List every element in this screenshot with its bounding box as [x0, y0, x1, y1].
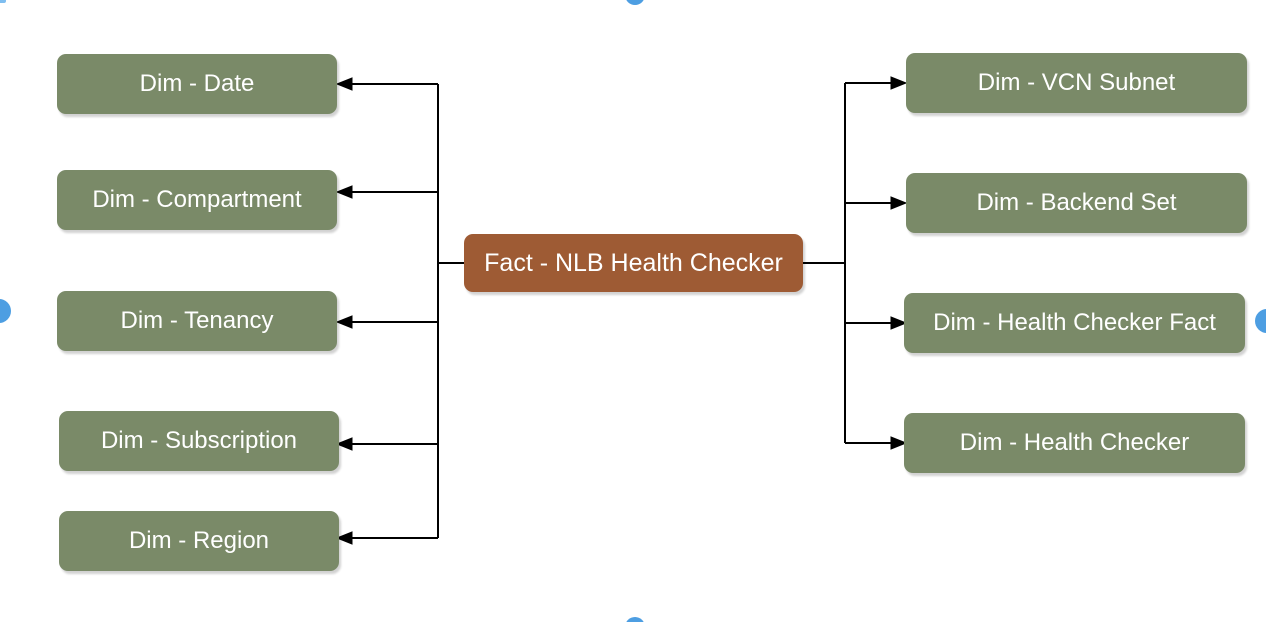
- node-label: Dim - Subscription: [100, 427, 298, 454]
- canvas-edge-dot-left[interactable]: [0, 299, 11, 323]
- node-label: Dim - Tenancy: [120, 307, 274, 334]
- node-dim-backend-set[interactable]: Dim - Backend Set: [906, 173, 1247, 233]
- node-dim-health-checker[interactable]: Dim - Health Checker: [904, 413, 1245, 473]
- connector-fact-to-dim-compartment[interactable]: [335, 185, 438, 199]
- node-label: Dim - Health Checker: [959, 429, 1190, 456]
- connector-fact-to-dim-health-checker[interactable]: [845, 436, 908, 450]
- canvas-edge-dot-top[interactable]: [625, 0, 645, 5]
- node-label: Dim - Compartment: [92, 186, 302, 213]
- node-dim-tenancy[interactable]: Dim - Tenancy: [57, 291, 337, 351]
- connector-fact-to-dim-backend-set[interactable]: [845, 196, 908, 210]
- connector-right-trunk[interactable]: [803, 83, 846, 443]
- node-label: Dim - VCN Subnet: [977, 69, 1176, 96]
- node-label: Fact - NLB Health Checker: [484, 248, 783, 277]
- connector-fact-to-dim-tenancy[interactable]: [335, 315, 438, 329]
- canvas-edge-dot-bottom[interactable]: [625, 617, 645, 622]
- node-dim-vcn-subnet[interactable]: Dim - VCN Subnet: [906, 53, 1247, 113]
- node-label: Dim - Region: [128, 527, 270, 554]
- node-dim-health-checker-fact[interactable]: Dim - Health Checker Fact: [904, 293, 1245, 353]
- connector-left-trunk[interactable]: [437, 84, 464, 538]
- node-label: Dim - Backend Set: [976, 189, 1177, 216]
- node-dim-region[interactable]: Dim - Region: [59, 511, 339, 571]
- node-label: Dim - Health Checker Fact: [933, 309, 1216, 336]
- connector-fact-to-dim-vcn-subnet[interactable]: [845, 76, 908, 90]
- node-label: Dim - Date: [139, 70, 255, 97]
- connector-fact-to-dim-region[interactable]: [335, 531, 438, 545]
- node-dim-date[interactable]: Dim - Date: [57, 54, 337, 114]
- corner-blue-fragment: [0, 0, 6, 3]
- connector-fact-to-dim-health-checker-fact[interactable]: [845, 316, 908, 330]
- node-dim-compartment[interactable]: Dim - Compartment: [57, 170, 337, 230]
- canvas-edge-dot-right[interactable]: [1255, 309, 1266, 333]
- node-dim-subscription[interactable]: Dim - Subscription: [59, 411, 339, 471]
- node-fact-nlb-health-checker[interactable]: Fact - NLB Health Checker: [464, 234, 803, 292]
- connector-fact-to-dim-date[interactable]: [335, 77, 438, 91]
- connector-fact-to-dim-subscription[interactable]: [335, 437, 438, 451]
